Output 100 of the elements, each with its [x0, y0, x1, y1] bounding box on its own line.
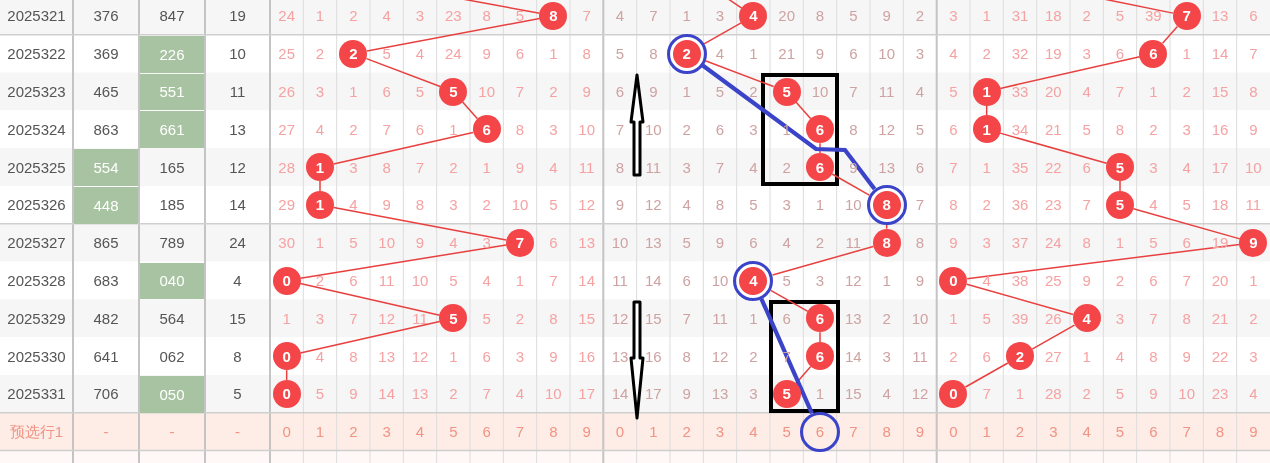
trend-line [966, 283, 1074, 316]
preselect-digit: 3 [1049, 423, 1058, 441]
trend-line [1132, 207, 1241, 240]
omission-count: 3 [682, 158, 691, 176]
omission-count: 11 [712, 309, 728, 327]
omission-count: 11 [845, 234, 862, 252]
sum-value: 8 [233, 347, 242, 365]
omission-count: 18 [1044, 7, 1062, 25]
omission-count: 3 [1249, 347, 1258, 365]
omission-count: 1 [315, 234, 325, 252]
omission-count: 5 [849, 7, 858, 25]
omission-count: 7 [1115, 83, 1125, 100]
omission-count: 8 [549, 309, 558, 327]
omission-count: 9 [415, 234, 425, 252]
omission-count: 8 [1115, 120, 1125, 138]
omission-count: 12 [611, 309, 629, 327]
omission-count: 14 [611, 385, 629, 403]
dash-text: - [103, 423, 109, 441]
omission-count: 1 [549, 45, 558, 63]
omission-count: 4 [415, 45, 425, 63]
omission-count: 13 [411, 385, 429, 403]
omission-count: 1 [1115, 234, 1125, 252]
preselect-digit: 7 [515, 423, 525, 441]
trend-line [299, 320, 441, 354]
omission-count: 7 [849, 83, 858, 100]
omission-count: 7 [1182, 272, 1191, 289]
omission-count: 11 [578, 158, 595, 176]
draw-number: 369 [93, 45, 119, 63]
omission-count: 4 [315, 347, 325, 365]
preselect-digit: 5 [1115, 423, 1125, 441]
trend-line [770, 289, 809, 313]
omission-count: 3 [982, 234, 991, 252]
omission-count: 24 [444, 45, 462, 63]
preselect-digit: 6 [482, 423, 491, 441]
omission-count: 11 [878, 83, 895, 100]
omission-count: 10 [711, 272, 729, 289]
omission-count: 3 [782, 196, 791, 214]
omission-count: 11 [378, 272, 395, 289]
draw-number: 062 [159, 347, 185, 365]
omission-count: 25 [1044, 272, 1062, 289]
omission-count: 10 [544, 385, 562, 403]
omission-count: 4 [715, 45, 725, 63]
omission-count: 9 [882, 7, 891, 25]
omission-count: 10 [1244, 158, 1262, 176]
omission-count: 1 [282, 309, 291, 327]
omission-count: 4 [915, 83, 925, 100]
omission-count: 27 [278, 120, 295, 138]
omission-count: 3 [749, 120, 758, 138]
trend-line [366, 17, 541, 52]
draw-number: 706 [93, 385, 119, 403]
trend-line [703, 22, 742, 45]
omission-count: 4 [882, 385, 891, 403]
omission-count: 6 [482, 347, 491, 365]
preselect-digit: 1 [649, 423, 658, 441]
sum-value: 4 [233, 272, 242, 289]
draw-number: 465 [93, 83, 119, 100]
omission-count: 3 [482, 234, 491, 252]
issue-number: 2025321 [7, 7, 66, 25]
issue-number: 2025327 [7, 234, 66, 252]
omission-count: 6 [749, 234, 758, 252]
omission-count: 8 [715, 196, 725, 214]
omission-count: 4 [515, 385, 525, 403]
omission-count: 1 [482, 158, 491, 176]
trend-line [964, 362, 1009, 388]
omission-count: 9 [349, 385, 358, 403]
trend-line [1119, 180, 1121, 192]
preselect-digit: 1 [315, 423, 325, 441]
trend-line [771, 245, 874, 276]
preselect-digit: 4 [749, 423, 758, 441]
omission-count: 2 [515, 309, 525, 327]
omission-count: 9 [582, 83, 591, 100]
omission-count: 10 [411, 272, 429, 289]
omission-count: 9 [649, 83, 658, 100]
omission-count: 4 [982, 272, 991, 289]
omission-count: 4 [549, 158, 558, 176]
omission-count: 12 [911, 385, 929, 403]
omission-count: 10 [578, 120, 595, 138]
preselect-digit: 0 [282, 423, 291, 441]
omission-count: 12 [878, 120, 895, 138]
omission-count: 13 [844, 309, 862, 327]
draw-number: 865 [93, 234, 119, 252]
omission-count: 7 [649, 7, 658, 25]
omission-count: 4 [315, 120, 325, 138]
omission-count: 5 [349, 234, 358, 252]
omission-count: 4 [482, 272, 491, 289]
omission-count: 5 [782, 272, 791, 289]
omission-count: 6 [782, 309, 791, 327]
omission-count: 11 [412, 309, 428, 327]
omission-count: 2 [549, 83, 558, 100]
omission-count: 5 [982, 309, 991, 327]
omission-count: 5 [382, 45, 391, 63]
omission-count: 4 [349, 196, 358, 214]
omission-count: 5 [949, 83, 958, 100]
row-label: 预选行1 [9, 423, 64, 441]
omission-count: 7 [949, 158, 958, 176]
omission-count: 8 [415, 196, 425, 214]
omission-count: 1 [515, 272, 525, 289]
omission-count: 16 [578, 347, 595, 365]
preselect-digit: 8 [549, 423, 558, 441]
preselect-digit: 5 [782, 423, 791, 441]
